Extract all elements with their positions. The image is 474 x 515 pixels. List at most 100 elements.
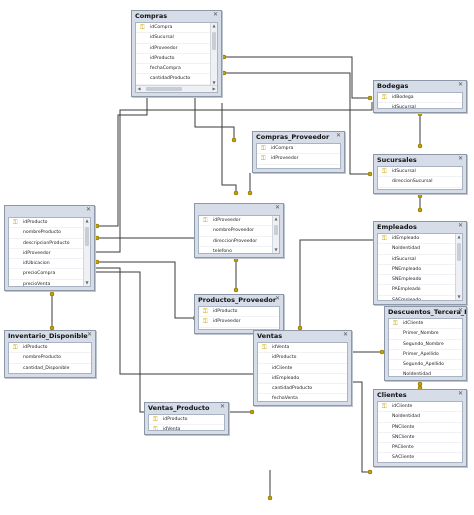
table-compras-proveedor[interactable]: Compras_Proveedor✕⚿idCompra⚿idProveedor xyxy=(252,131,345,173)
close-icon[interactable]: ✕ xyxy=(212,11,219,18)
scroll-right-icon[interactable]: ▶ xyxy=(212,86,216,91)
table-title[interactable]: Inventario_Disponible✕ xyxy=(5,331,95,342)
column-row[interactable]: direccionSucursal xyxy=(378,177,462,188)
scroll-thumb[interactable] xyxy=(85,227,89,247)
column-row[interactable]: ⚿idProducto xyxy=(9,343,91,354)
table-title[interactable]: ✕ xyxy=(195,204,283,215)
column-row[interactable]: nombreProducto xyxy=(9,353,91,364)
column-row[interactable]: idProducto xyxy=(258,353,347,364)
column-row[interactable]: NoIdentidad xyxy=(378,412,462,423)
close-icon[interactable]: ✕ xyxy=(457,222,464,229)
column-row[interactable]: idEmpleado xyxy=(258,374,347,385)
column-row[interactable]: ⚿idProducto xyxy=(9,218,84,229)
column-row[interactable]: Segundo_Apellido xyxy=(389,360,462,371)
column-row[interactable]: ⚿idProducto xyxy=(149,415,224,426)
close-icon[interactable]: ✕ xyxy=(85,206,92,213)
column-row[interactable]: ⚿idProveedor xyxy=(199,216,273,227)
column-row[interactable]: precioVenta xyxy=(9,280,84,286)
column-row[interactable]: idUbicacion xyxy=(9,259,84,270)
column-row[interactable]: cantidadProducto xyxy=(136,74,211,85)
column-row[interactable]: SNEmpleado xyxy=(378,275,456,286)
scroll-up-icon[interactable]: ▲ xyxy=(274,216,278,221)
column-row[interactable]: idSucursal xyxy=(378,103,462,108)
column-row[interactable]: PNEmpleado xyxy=(378,265,456,276)
vertical-scrollbar[interactable]: ▲▼ xyxy=(272,216,279,253)
scroll-thumb[interactable] xyxy=(457,243,461,262)
close-icon[interactable]: ✕ xyxy=(457,307,464,314)
close-icon[interactable]: ✕ xyxy=(335,132,342,139)
column-row[interactable]: PNCliente xyxy=(378,423,462,433)
column-row[interactable]: Primer_Nombre xyxy=(389,329,462,340)
column-row[interactable]: nombreProducto xyxy=(9,228,84,239)
scroll-down-icon[interactable]: ▼ xyxy=(274,247,278,252)
scroll-down-icon[interactable]: ▼ xyxy=(457,294,461,299)
table-title[interactable]: Productos_Proveedor✕ xyxy=(195,295,283,306)
table-title[interactable]: Ventas✕ xyxy=(254,331,351,342)
table-ventas-producto[interactable]: Ventas_Producto✕⚿idProducto⚿idVenta xyxy=(144,402,229,435)
table-title[interactable]: Bodegas✕ xyxy=(374,81,466,92)
table-descuentos-tercera-edad[interactable]: Descuentos_Tercera_Edad✕⚿idClientePrimer… xyxy=(384,306,467,381)
column-row[interactable]: Segundo_Nombre xyxy=(389,340,462,350)
column-row[interactable]: NoIdentidad xyxy=(378,244,456,255)
column-row[interactable]: ⚿idCliente xyxy=(389,319,462,330)
scroll-up-icon[interactable]: ▲ xyxy=(457,234,461,239)
scroll-thumb[interactable] xyxy=(212,32,216,50)
table-title[interactable]: Ventas_Producto✕ xyxy=(145,403,228,414)
column-row[interactable]: direccionProveedor xyxy=(199,237,273,247)
close-icon[interactable]: ✕ xyxy=(457,81,464,88)
column-row[interactable]: ⚿idProducto xyxy=(199,307,279,318)
table-title[interactable]: Clientes✕ xyxy=(374,390,466,401)
column-row[interactable]: descripcionProducto xyxy=(9,239,84,249)
column-row[interactable]: idCliente xyxy=(258,364,347,374)
column-row[interactable]: ⚿idEmpleado xyxy=(378,234,456,245)
column-row[interactable]: ⚿idCliente xyxy=(378,402,462,413)
column-row[interactable]: ⚿idSucursal xyxy=(378,167,462,178)
scroll-left-icon[interactable]: ◀ xyxy=(137,86,141,91)
column-row[interactable]: cantidad_Disponible xyxy=(9,364,91,373)
scroll-up-icon[interactable]: ▲ xyxy=(85,218,89,223)
column-row[interactable]: ⚿idVenta xyxy=(258,343,347,354)
column-row[interactable]: SNCliente xyxy=(378,433,462,444)
table-title[interactable]: Empleados✕ xyxy=(374,222,466,233)
column-row[interactable]: NoIdentidad xyxy=(389,370,462,376)
table-title[interactable]: Compras_Proveedor✕ xyxy=(253,132,344,143)
close-icon[interactable]: ✕ xyxy=(457,390,464,397)
column-row[interactable]: idProveedor xyxy=(9,249,84,260)
column-row[interactable]: PAEmpleado xyxy=(378,285,456,296)
scroll-thumb[interactable] xyxy=(146,87,183,91)
close-icon[interactable]: ✕ xyxy=(457,155,464,162)
column-row[interactable]: ⚿idProveedor xyxy=(257,154,340,165)
close-icon[interactable]: ✕ xyxy=(219,403,226,410)
table-productos-proveedor[interactable]: Productos_Proveedor✕⚿idProducto⚿idProvee… xyxy=(194,294,284,334)
vertical-scrollbar[interactable]: ▲▼ xyxy=(210,23,217,86)
scroll-thumb[interactable] xyxy=(274,225,278,236)
close-icon[interactable]: ✕ xyxy=(274,204,281,211)
column-row[interactable]: PACliente xyxy=(378,443,462,454)
table-title[interactable]: Descuentos_Tercera_Edad✕ xyxy=(385,307,466,318)
column-row[interactable]: Primer_Apellido xyxy=(389,350,462,361)
scroll-up-icon[interactable]: ▲ xyxy=(212,23,216,28)
column-row[interactable]: nombreProveedor xyxy=(199,226,273,237)
close-icon[interactable]: ✕ xyxy=(274,295,281,302)
column-row[interactable]: ⚿idCompra xyxy=(257,144,340,155)
column-row[interactable]: idProducto xyxy=(136,54,211,65)
column-row[interactable]: ⚿idBodega xyxy=(378,93,462,104)
table-title[interactable]: Compras✕ xyxy=(132,11,221,22)
column-row[interactable]: ⚿idProveedor xyxy=(199,317,279,328)
vertical-scrollbar[interactable]: ▲▼ xyxy=(83,218,90,286)
column-row[interactable]: idSucursal xyxy=(136,33,211,44)
column-row[interactable]: precioCompra xyxy=(9,269,84,280)
close-icon[interactable]: ✕ xyxy=(342,331,349,338)
horizontal-scrollbar[interactable]: ◀▶ xyxy=(136,85,217,92)
table-title[interactable]: Sucursales✕ xyxy=(374,155,466,166)
column-row[interactable]: cantidadProducto xyxy=(258,384,347,395)
table-title[interactable]: ✕ xyxy=(5,206,94,217)
